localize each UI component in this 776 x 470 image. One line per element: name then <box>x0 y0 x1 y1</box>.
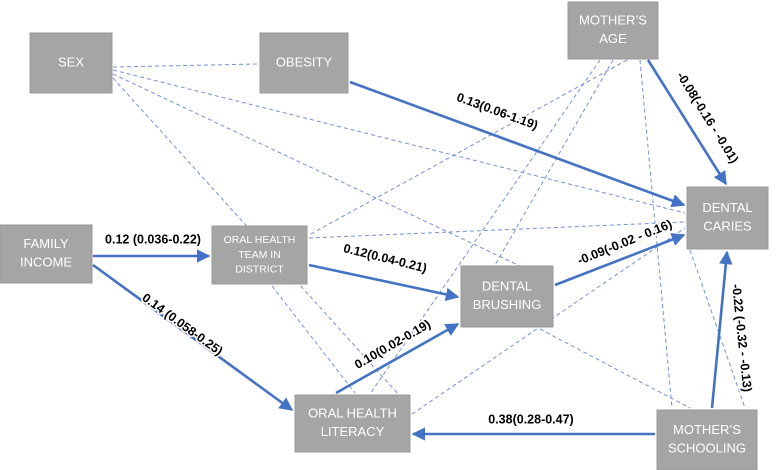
node-label-income: INCOME <box>20 255 72 270</box>
node-label-sex: SEX <box>58 54 84 69</box>
edge-label-mschool-caries: -0.22 (-0.32 - -0.13) <box>729 283 754 392</box>
edge-label-mschool-literacy: 0.38(0.28-0.47) <box>488 412 573 426</box>
edge-label-income-ohteam: 0.12 (0.036-0.22) <box>105 232 201 246</box>
node-label-brushing: DENTAL <box>482 279 532 294</box>
solid-edge-layer <box>92 59 733 441</box>
node-literacy[interactable]: ORAL HEALTH LITERACY <box>294 394 411 453</box>
solid-edge-mage-caries <box>646 59 728 186</box>
node-box-mschool <box>656 409 758 470</box>
node-box-ohteam <box>211 225 308 285</box>
edge-label-income-literacy: 0.14 (0.058-0.25) <box>140 291 226 359</box>
dashed-edge-ohteam-literacy <box>271 285 356 394</box>
edge-label-layer: 0.13(0.06-1.19)-0.08(-0.16 - -0.01)0.12 … <box>103 68 755 428</box>
dashed-edge-mage-ohteam <box>308 59 628 236</box>
node-mschool[interactable]: MOTHER’S SCHOOLING <box>656 409 758 470</box>
node-box-mage <box>567 1 659 60</box>
solid-edge-obesity-caries <box>349 80 686 208</box>
solid-edge-ohteam-brushing <box>308 263 460 302</box>
node-sex[interactable]: SEX <box>29 32 113 94</box>
node-label-literacy: ORAL HEALTH <box>308 406 397 421</box>
node-label-ohteam: DISTRICT <box>235 264 284 276</box>
node-label-ohteam: TEAM IN <box>238 249 281 261</box>
node-label-obesity: OBESITY <box>276 54 333 69</box>
edge-label-ohteam-brushing: 0.12(0.04-0.21) <box>342 241 428 275</box>
node-box-caries <box>686 186 769 250</box>
dashed-edge-sex-caries <box>112 69 686 214</box>
dashed-edge-sex-brushing <box>112 73 521 267</box>
node-box-obesity <box>259 32 349 94</box>
dashed-edge-mage-mschool <box>639 59 673 409</box>
node-label-mage: MOTHER’S <box>579 13 647 28</box>
node-box-sex <box>29 32 113 94</box>
node-label-caries: DENTAL <box>702 200 752 215</box>
dashed-edge-sex-literacy <box>112 77 401 397</box>
dashed-edge-sex-obesity <box>112 63 259 68</box>
node-mage[interactable]: MOTHER’S AGE <box>567 1 659 60</box>
node-label-literacy: LITERACY <box>321 424 385 439</box>
node-label-income: FAMILY <box>23 236 69 251</box>
dashed-edge-layer <box>112 59 746 415</box>
dashed-edge-brushing-mschool <box>539 328 691 409</box>
node-label-mage: AGE <box>599 31 627 46</box>
solid-edge-mschool-caries <box>710 250 733 409</box>
solid-edge-literacy-brushing <box>335 322 460 395</box>
node-ohteam[interactable]: ORAL HEALTH TEAM IN DISTRICT <box>211 225 308 285</box>
node-obesity[interactable]: OBESITY <box>259 32 349 94</box>
dashed-edge-literacy-caries <box>411 227 686 415</box>
solid-edge-income-literacy <box>92 263 294 412</box>
solid-edge-brushing-caries <box>554 233 686 287</box>
node-box-brushing <box>460 265 554 328</box>
node-brushing[interactable]: DENTAL BRUSHING <box>460 265 554 328</box>
node-box-literacy <box>294 394 411 453</box>
node-label-mschool: MOTHER’S <box>673 422 741 437</box>
dashed-edge-mage-literacy <box>369 59 601 395</box>
node-label-caries: CARIES <box>703 219 752 234</box>
dashed-edge-mage-brushing <box>494 59 614 266</box>
node-caries[interactable]: DENTAL CARIES <box>686 186 769 250</box>
node-label-brushing: BRUSHING <box>473 297 542 312</box>
node-label-ohteam: ORAL HEALTH <box>224 234 296 246</box>
node-box-income <box>0 224 93 284</box>
node-label-mschool: SCHOOLING <box>668 441 746 456</box>
node-income[interactable]: FAMILY INCOME <box>0 224 93 284</box>
